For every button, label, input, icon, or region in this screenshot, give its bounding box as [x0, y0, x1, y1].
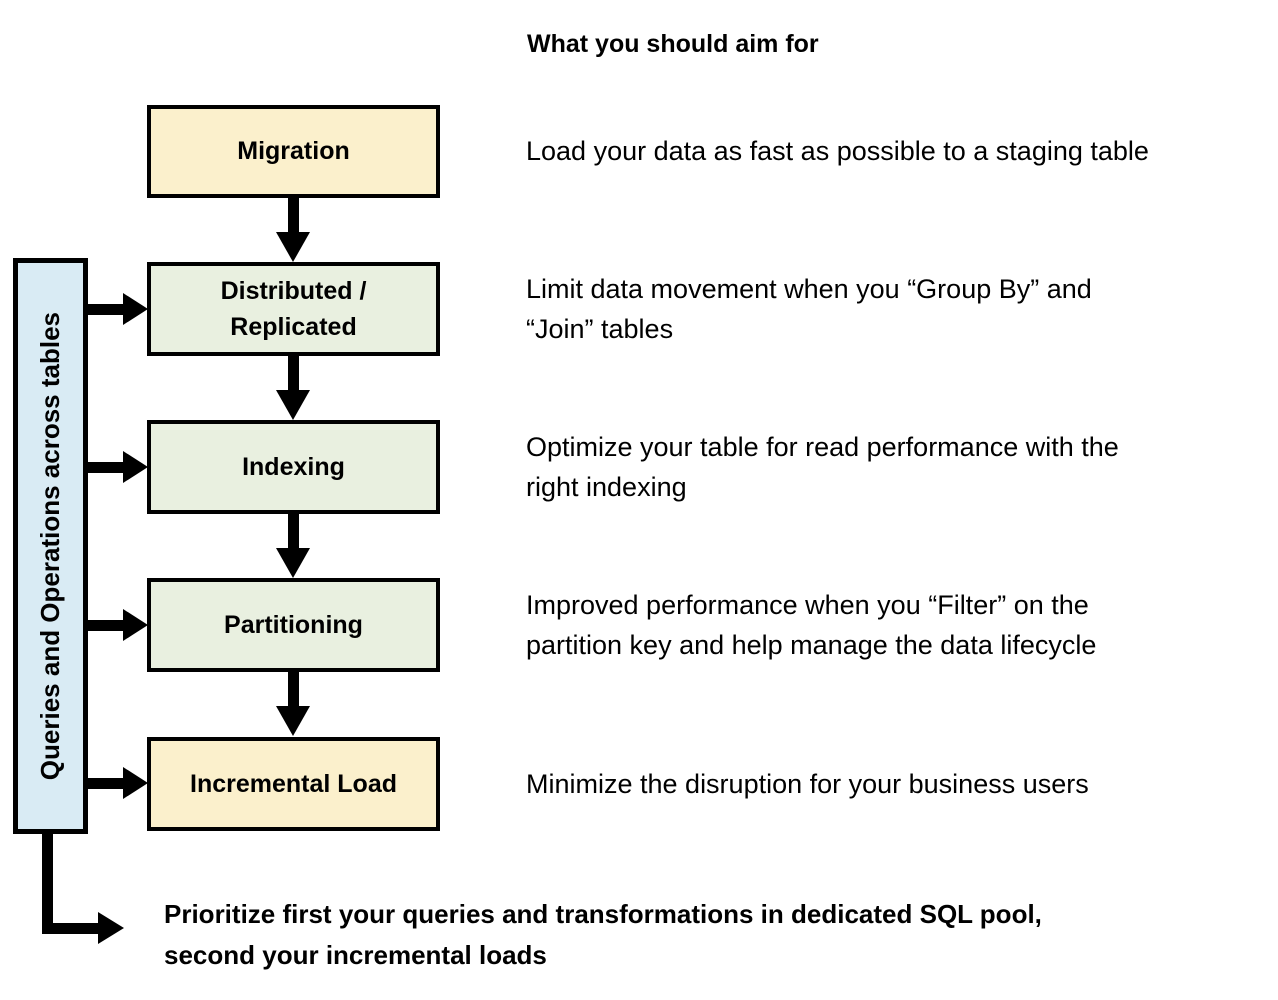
bar-arrow-to-distributed: [85, 304, 123, 315]
diagram-title: What you should aim for: [527, 30, 819, 58]
down-arrow-indexing-to-partitioning: [288, 513, 299, 549]
right-arrow-head-icon: [123, 767, 148, 799]
down-arrow-head-icon: [276, 706, 310, 736]
down-arrow-head-icon: [276, 232, 310, 262]
description-migration: Load your data as fast as possible to a …: [526, 136, 1149, 166]
down-arrow-head-icon: [276, 548, 310, 578]
footer-note: Prioritize first your queries and transf…: [164, 899, 1042, 970]
down-arrow-migration-to-distributed: [288, 197, 299, 233]
right-arrow-head-icon: [123, 609, 148, 641]
description-incremental-load: Minimize the disruption for your busines…: [526, 769, 1089, 799]
bar-arrow-to-incremental: [85, 778, 123, 789]
elbow-arrow-vertical-segment: [42, 831, 53, 934]
queries-operations-bar: Queries and Operations across tables: [13, 258, 88, 834]
bar-arrow-to-indexing: [85, 462, 123, 473]
stage-box-partitioning: Partitioning: [147, 578, 440, 672]
description-indexing: Optimize your table for read performance…: [526, 432, 1119, 502]
right-arrow-head-icon: [123, 451, 148, 483]
description-partitioning: Improved performance when you “Filter” o…: [526, 590, 1097, 660]
stage-box-distributed-replicated: Distributed / Replicated: [147, 262, 440, 356]
right-arrow-head-icon: [123, 293, 148, 325]
stage-box-migration: Migration: [147, 105, 440, 198]
down-arrow-partitioning-to-incremental: [288, 671, 299, 707]
down-arrow-head-icon: [276, 390, 310, 420]
stage-box-incremental-load: Incremental Load: [147, 737, 440, 831]
stage-box-indexing: Indexing: [147, 420, 440, 514]
bar-arrow-to-partitioning: [85, 620, 123, 631]
description-distributed-replicated: Limit data movement when you “Group By” …: [526, 274, 1092, 344]
elbow-arrow-horizontal-segment: [42, 923, 99, 934]
queries-operations-bar-label: Queries and Operations across tables: [35, 311, 65, 781]
right-arrow-head-icon: [98, 912, 124, 944]
down-arrow-distributed-to-indexing: [288, 355, 299, 391]
